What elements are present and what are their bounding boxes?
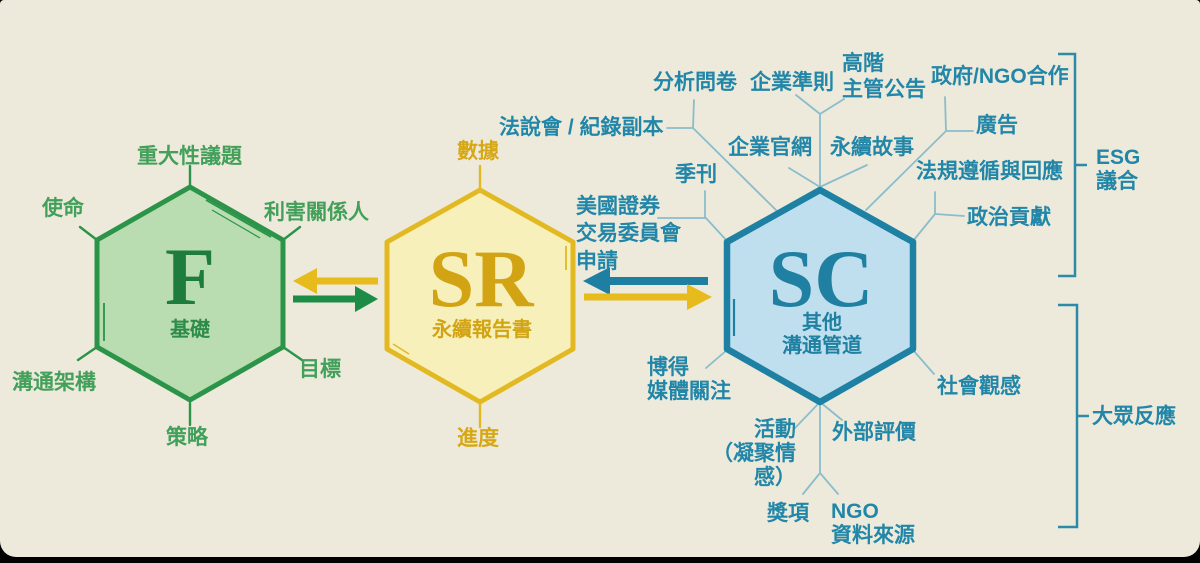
channel-sec-filings: 美國證券 交易委員會 申請 <box>576 195 681 273</box>
esg-bracket <box>1058 52 1087 278</box>
channel-regulatory-compliance: 法規遵循與回應 <box>916 160 1063 183</box>
channels-hexagon <box>723 186 917 406</box>
arrow-sc-to-sr <box>583 267 708 295</box>
channel-gov-ngo-cooperation: 政府/NGO合作 <box>931 65 1069 88</box>
foundation-letter: F <box>164 231 216 322</box>
channel-earnings-call-transcripts: 法說會 / 紀錄副本 <box>499 116 664 139</box>
channel-quarterly-publication: 季刊 <box>675 163 717 186</box>
foundation-label-comm-structure: 溝通架構 <box>12 371 96 394</box>
channel-social-perception: 社會觀感 <box>937 375 1021 398</box>
foundation-hexagon <box>76 164 304 427</box>
foundation-label-strategy: 策略 <box>166 426 208 449</box>
channels-letter: SC <box>768 233 874 324</box>
channel-analysis-survey: 分析問卷 <box>653 71 737 94</box>
foundation-ticks <box>76 164 304 427</box>
foundation-name: 基礎 <box>170 319 210 341</box>
report-name: 永續報告書 <box>432 319 532 341</box>
arrow-sr-to-sc <box>584 284 712 310</box>
report-label-data: 數據 <box>457 140 499 163</box>
channel-events: 活動 （凝聚情感） <box>712 418 796 490</box>
channel-awards: 獎項 <box>767 502 809 525</box>
foundation-label-materiality: 重大性議題 <box>137 145 242 168</box>
esg-bracket-caption: ESG 議合 <box>1096 146 1141 194</box>
public-response-caption: 大眾反應 <box>1092 405 1176 428</box>
report-hexagon <box>384 164 576 429</box>
channel-earned-media: 博得 媒體關注 <box>647 356 731 404</box>
channel-ngo-data-sources: NGO 資料來源 <box>831 500 915 548</box>
channel-corporate-website: 企業官網 <box>728 136 812 159</box>
foundation-label-goals: 目標 <box>299 358 341 381</box>
channel-corporate-principles: 企業準則 <box>750 71 834 94</box>
foundation-label-stakeholders: 利害關係人 <box>264 201 369 224</box>
foundation-label-mission: 使命 <box>42 197 84 220</box>
arrow-sr-to-f <box>293 268 378 294</box>
channel-external-ratings: 外部評價 <box>832 421 916 444</box>
report-letter: SR <box>428 233 534 324</box>
report-inner-accents <box>392 246 567 355</box>
channel-advertising: 廣告 <box>976 114 1018 137</box>
public-response-bracket <box>1058 303 1089 529</box>
channels-inner-accents <box>732 202 904 336</box>
channel-political-contributions: 政治貢獻 <box>967 206 1051 229</box>
foundation-inner-accents <box>103 199 272 341</box>
sc-connector-lines <box>657 94 974 495</box>
arrow-f-to-sr <box>293 286 378 312</box>
report-label-progress: 進度 <box>457 427 499 450</box>
channel-executive-announcements: 高階 主管公告 <box>842 52 926 102</box>
channel-sustainability-story: 永續故事 <box>830 136 914 159</box>
channels-name: 其他 溝通管道 <box>782 312 862 357</box>
